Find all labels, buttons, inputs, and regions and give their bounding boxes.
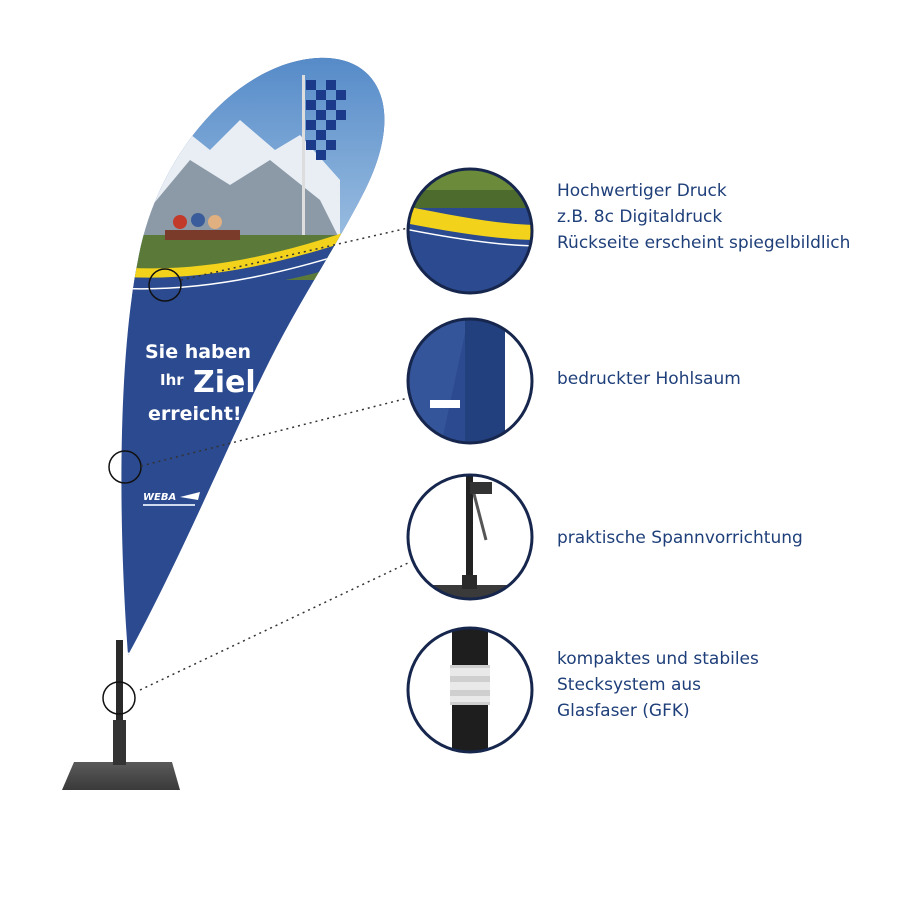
- feature-tensioner-text: praktische Spannvorrichtung: [557, 525, 803, 551]
- slogan-line3: erreicht!: [148, 403, 242, 425]
- feature-print-line1: Hochwertiger Druck: [557, 181, 727, 201]
- tensioner-detail-icon: [406, 473, 534, 601]
- callout-marker-pole: [102, 681, 136, 715]
- feature-print-text: Hochwertiger Druck z.B. 8c Digitaldruck …: [557, 178, 850, 256]
- feature-pole-line1: kompaktes und stabiles: [557, 649, 759, 669]
- flag-pole: [113, 640, 126, 765]
- feature-print-line2: z.B. 8c Digitaldruck: [557, 207, 723, 227]
- feature-pole-text: kompaktes und stabiles Stecksystem aus G…: [557, 646, 759, 724]
- logo-mark-icon: [180, 492, 200, 500]
- callout-marker-hem: [108, 450, 142, 484]
- slogan-ziel: Ziel: [193, 365, 256, 400]
- slogan-line1: Sie haben: [145, 341, 251, 363]
- slogan-ihr: Ihr: [160, 371, 184, 389]
- feature-hem-text: bedruckter Hohlsaum: [557, 366, 741, 392]
- logo-text: WEBA: [143, 492, 176, 503]
- feature-hem-line1: bedruckter Hohlsaum: [557, 369, 741, 389]
- callout-lines: [139, 227, 409, 691]
- print-detail-icon: [406, 167, 534, 295]
- base-plate: [62, 762, 180, 790]
- pole-joint-detail-icon: [406, 626, 534, 754]
- flag-slogan: Sie haben Ihr Ziel erreicht!: [145, 341, 256, 425]
- feature-print-line3: Rückseite erscheint spiegelbildlich: [557, 233, 851, 253]
- hem-detail-icon: [406, 317, 534, 445]
- flag-logo: WEBA: [143, 492, 200, 506]
- feature-pole-line3: Glasfaser (GFK): [557, 701, 690, 721]
- feature-pole-line2: Stecksystem aus: [557, 675, 702, 695]
- feature-tensioner-line1: praktische Spannvorrichtung: [557, 528, 803, 548]
- callout-marker-print: [148, 268, 182, 302]
